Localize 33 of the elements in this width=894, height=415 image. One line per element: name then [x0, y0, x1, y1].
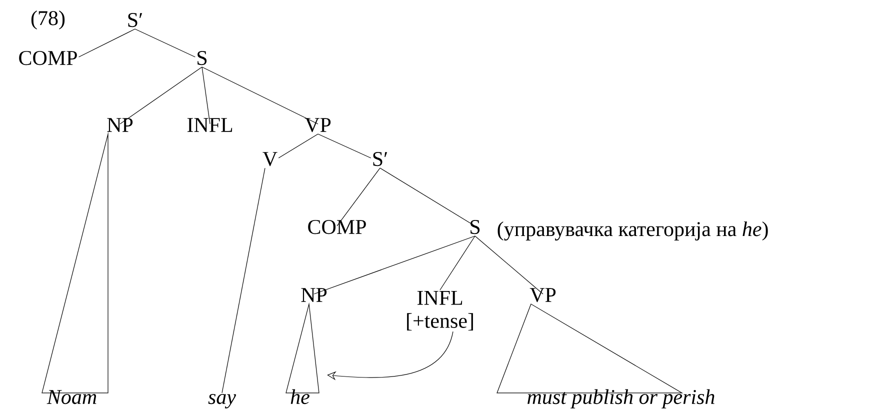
category-label: INFL [+tense]	[407, 291, 473, 331]
category-label: NP	[107, 118, 133, 132]
branch-line	[202, 66, 210, 124]
category-label: VP	[530, 288, 556, 302]
category-label: COMP	[308, 220, 366, 234]
category-label: S′	[128, 12, 142, 28]
example-number: (78)	[31, 10, 65, 30]
category-label: NP	[301, 288, 327, 302]
word-label: he	[290, 389, 310, 404]
word-label: must publish or perish	[528, 389, 714, 408]
category-label: S′	[373, 152, 388, 166]
branch-line	[120, 66, 202, 124]
branch-line	[474, 236, 544, 294]
category-label: INFL	[187, 118, 232, 132]
branch-line	[202, 66, 318, 124]
branch-line	[336, 168, 380, 226]
curved-arrow	[327, 331, 454, 380]
branch-line	[380, 168, 476, 226]
branch-line	[318, 134, 372, 158]
category-label: VP	[304, 118, 331, 132]
branch-line	[278, 134, 318, 158]
category-label: COMP	[19, 50, 77, 66]
category-label: V	[262, 152, 278, 166]
word-label: Noam	[46, 390, 96, 404]
branch-line	[134, 28, 196, 58]
branch-line	[314, 236, 476, 294]
branch-line	[440, 236, 476, 290]
category-label: S	[470, 220, 480, 234]
branch-line	[222, 168, 266, 394]
branch-line	[78, 28, 136, 58]
category-label: S	[198, 50, 207, 66]
annotation: (управувачка категорија на he)	[498, 221, 768, 241]
word-label: say	[208, 394, 236, 408]
